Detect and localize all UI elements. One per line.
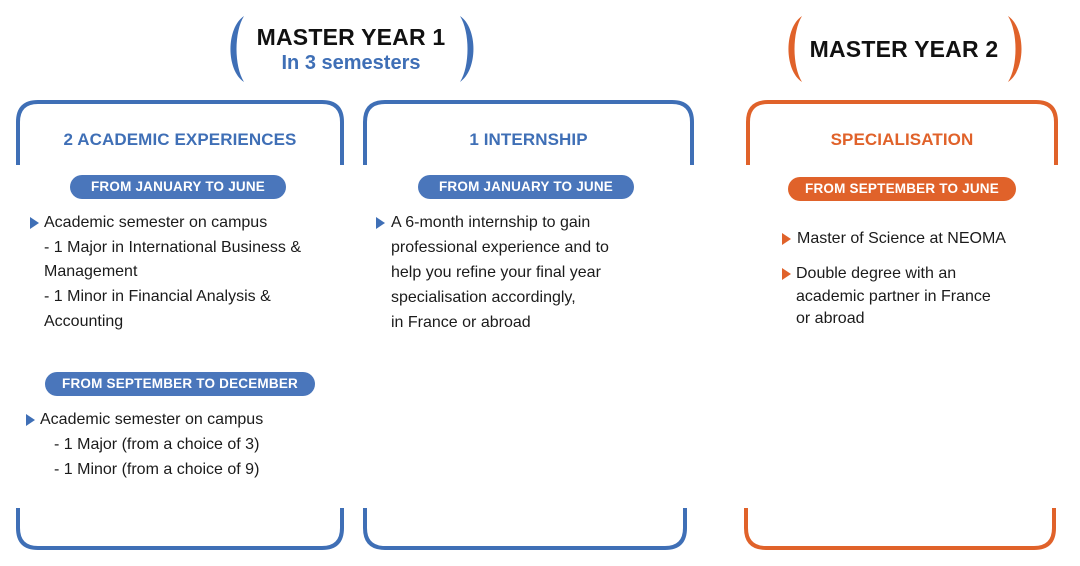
period-badge: FROM SEPTEMBER TO JUNE (788, 177, 1016, 201)
column-title-academic: 2 ACADEMIC EXPERIENCES (63, 130, 297, 149)
list-line: - 1 Minor in Financial Analysis & (44, 288, 271, 305)
right-parenthesis-icon (1008, 16, 1022, 82)
column-title-specialisation: SPECIALISATION (830, 130, 974, 149)
list-line: - 1 Major in International Business & (44, 239, 302, 256)
period-badge: FROM JANUARY TO JUNE (418, 175, 634, 199)
bullet-text: A 6-month internship to gain (391, 214, 591, 231)
column-title-internship: 1 INTERNSHIP (469, 130, 588, 149)
list-line: help you refine your final year (391, 264, 601, 281)
left-parenthesis-icon (788, 16, 802, 82)
list-line: Accounting (44, 313, 124, 330)
master-year-2-title: MASTER YEAR 2 (809, 36, 999, 62)
period-badge: FROM JANUARY TO JUNE (70, 175, 286, 199)
bullet-arrow-icon (782, 268, 791, 280)
list-line: specialisation accordingly, (391, 289, 576, 306)
bullet-arrow-icon (26, 414, 35, 426)
bullet-arrow-icon (376, 217, 385, 229)
list-line: - 1 Major (from a choice of 3) (54, 436, 260, 453)
bullet-arrow-icon (30, 217, 39, 229)
list-line: in France or abroad (391, 314, 531, 331)
bullet-text: Master of Science at NEOMA (797, 230, 1006, 247)
list-line: Management (44, 263, 138, 280)
left-parenthesis-icon (230, 16, 244, 82)
list-line: or abroad (796, 310, 865, 327)
bullet-text: Academic semester on campus (44, 214, 268, 231)
bullet-arrow-icon (782, 233, 791, 245)
master-year-1-title: MASTER YEAR 1 (256, 24, 446, 50)
list-line: professional experience and to (391, 239, 609, 256)
master-year-1-subtitle: In 3 semesters (281, 52, 421, 74)
list-line: academic partner in France (796, 288, 991, 305)
list-line: - 1 Minor (from a choice of 9) (54, 461, 260, 478)
bullet-text: Academic semester on campus (40, 411, 264, 428)
right-parenthesis-icon (460, 16, 474, 82)
period-badge: FROM SEPTEMBER TO DECEMBER (45, 372, 315, 396)
bullet-text: Double degree with an (796, 265, 957, 282)
